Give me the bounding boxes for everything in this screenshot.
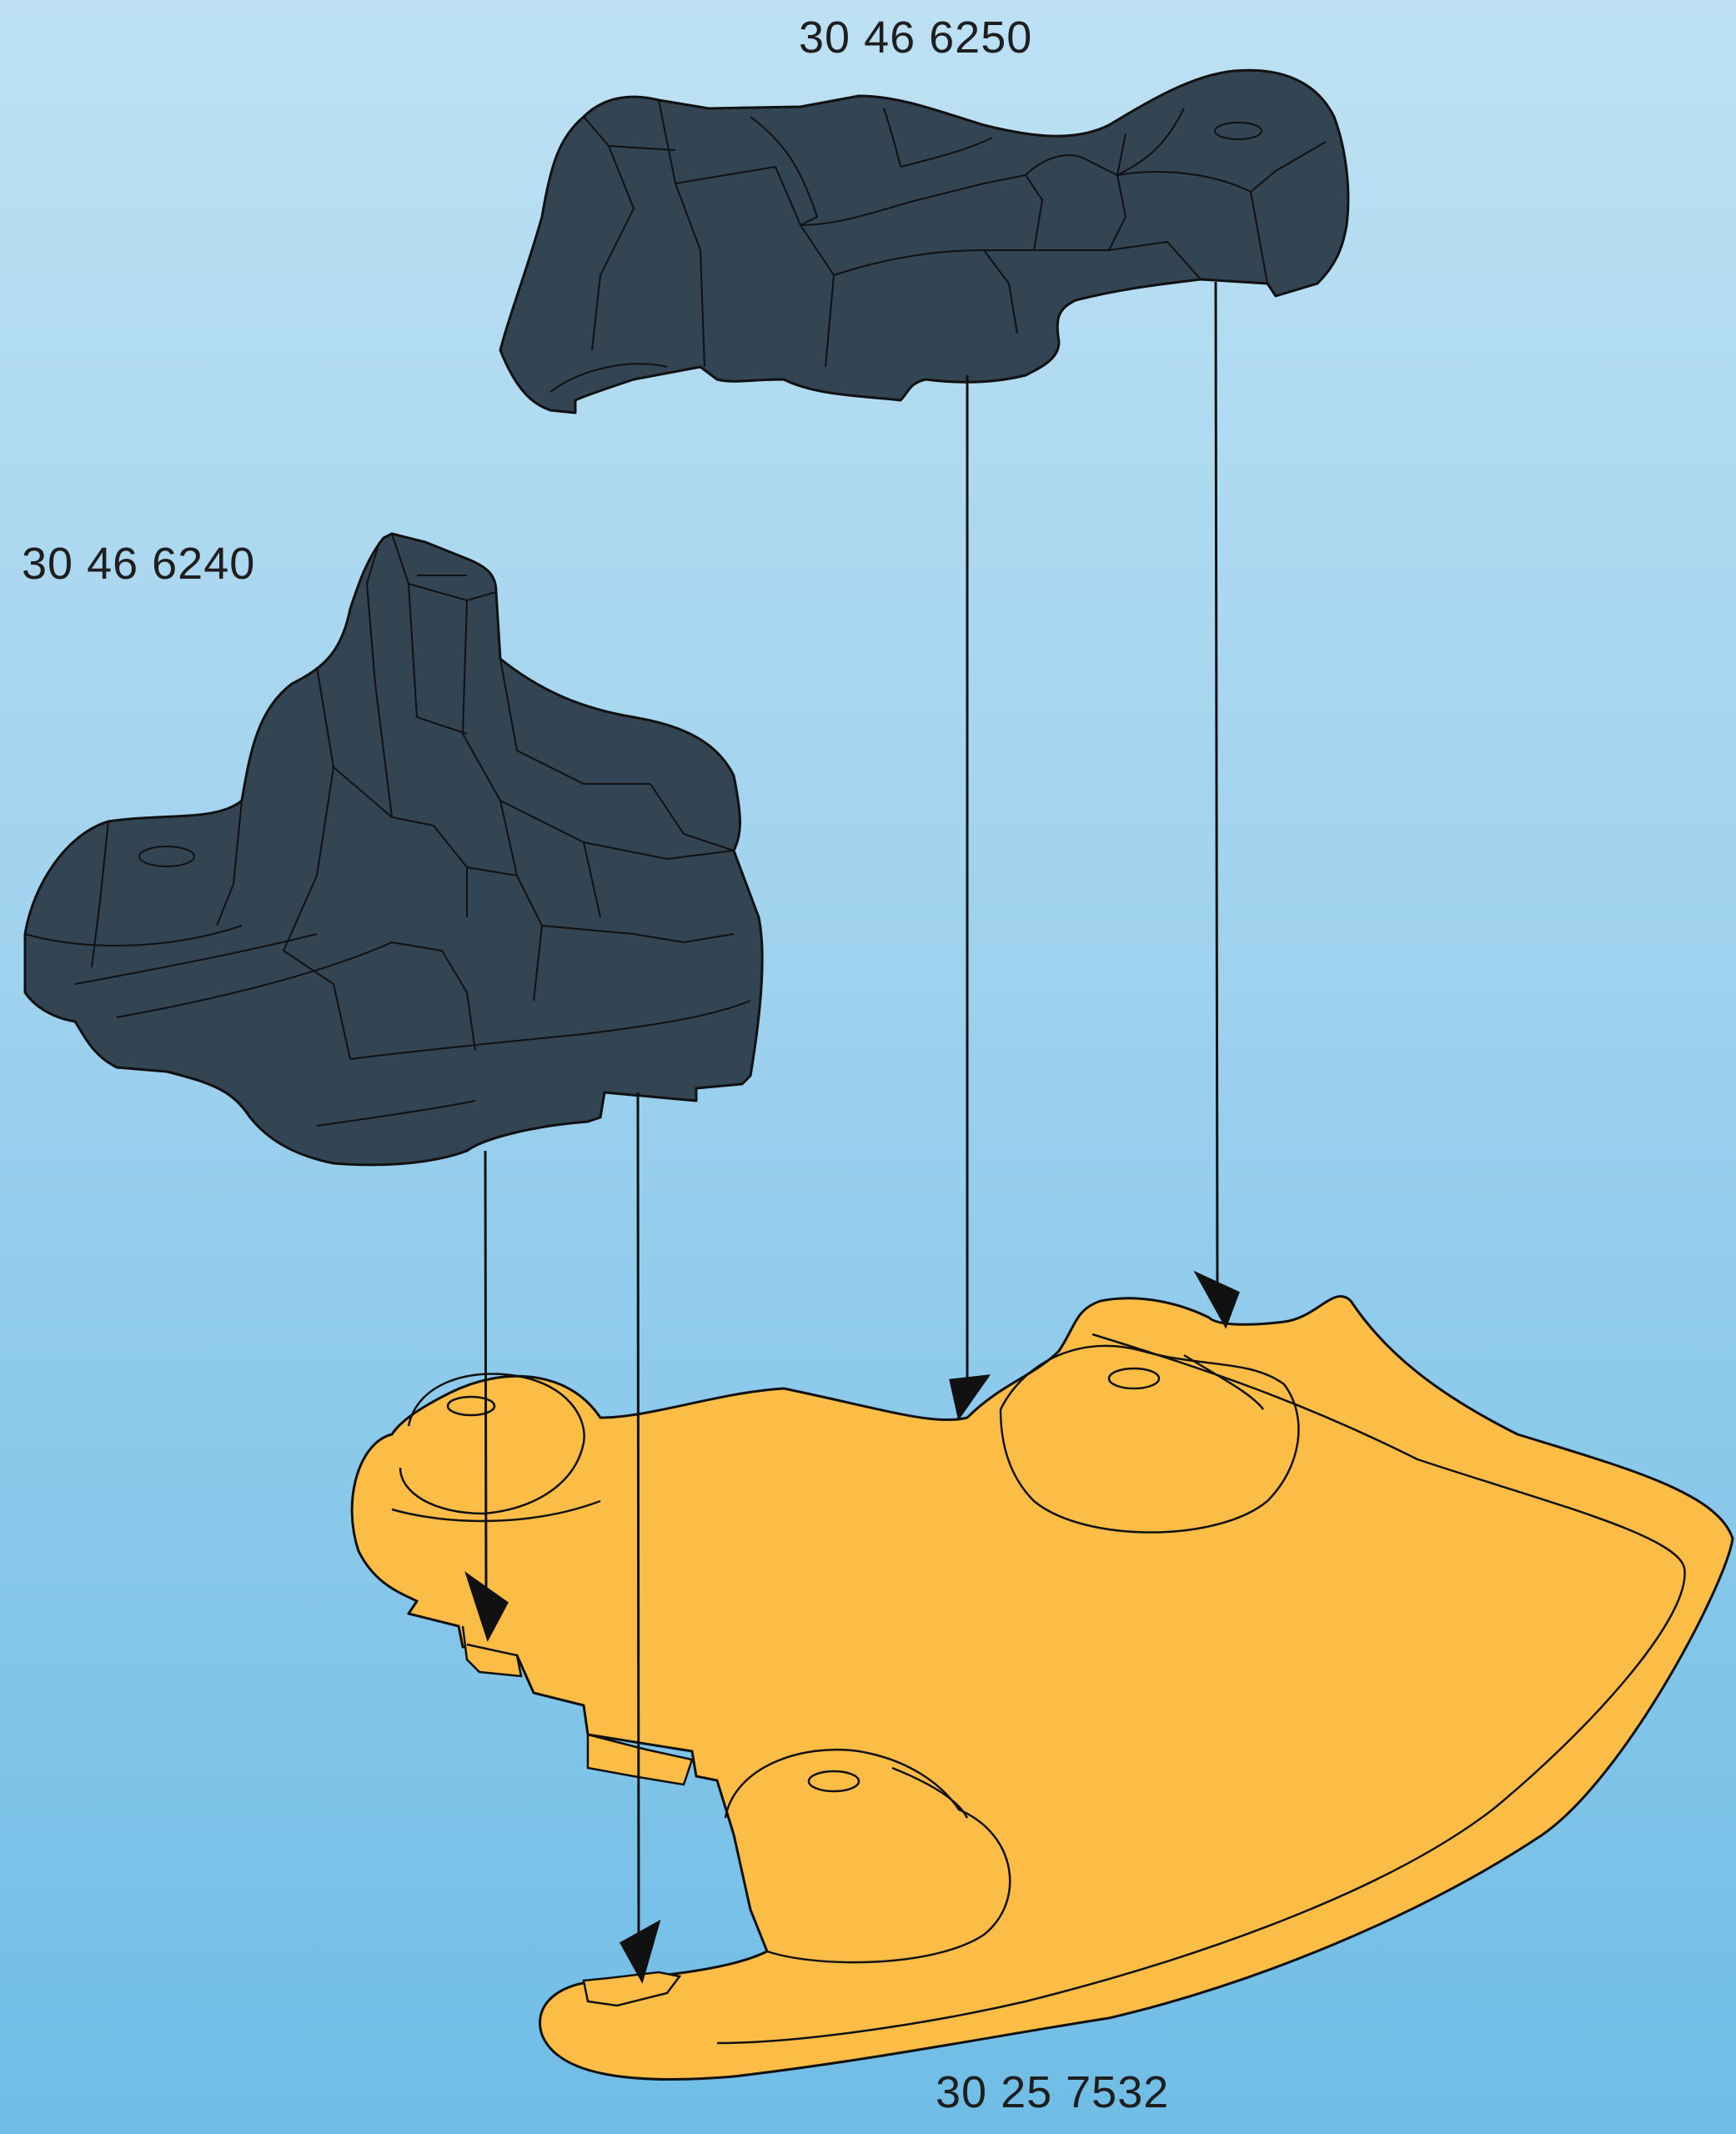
arrow-line-top-rock-b (1216, 282, 1217, 1297)
arrow-line-left-rock-a (485, 1151, 486, 1601)
left-mound-hole (448, 1397, 494, 1415)
base-plate (352, 1296, 1733, 2079)
base-plate-part-number: 30 25 7532 (936, 2066, 1169, 2118)
arrow-line-left-rock-b (638, 1092, 639, 1943)
left-rock-body (25, 534, 762, 1165)
left-rock (25, 534, 762, 1165)
top-rock-body (500, 70, 1348, 413)
left-rock-part-number: 30 46 6240 (22, 538, 255, 590)
top-rock (500, 70, 1348, 413)
front-mound-hole (809, 1771, 859, 1791)
base-plate-body (352, 1296, 1733, 2079)
right-mound-hole (1109, 1368, 1159, 1388)
top-rock-part-number: 30 46 6250 (799, 12, 1032, 63)
arrowhead-left-rock-b (621, 1922, 659, 1981)
